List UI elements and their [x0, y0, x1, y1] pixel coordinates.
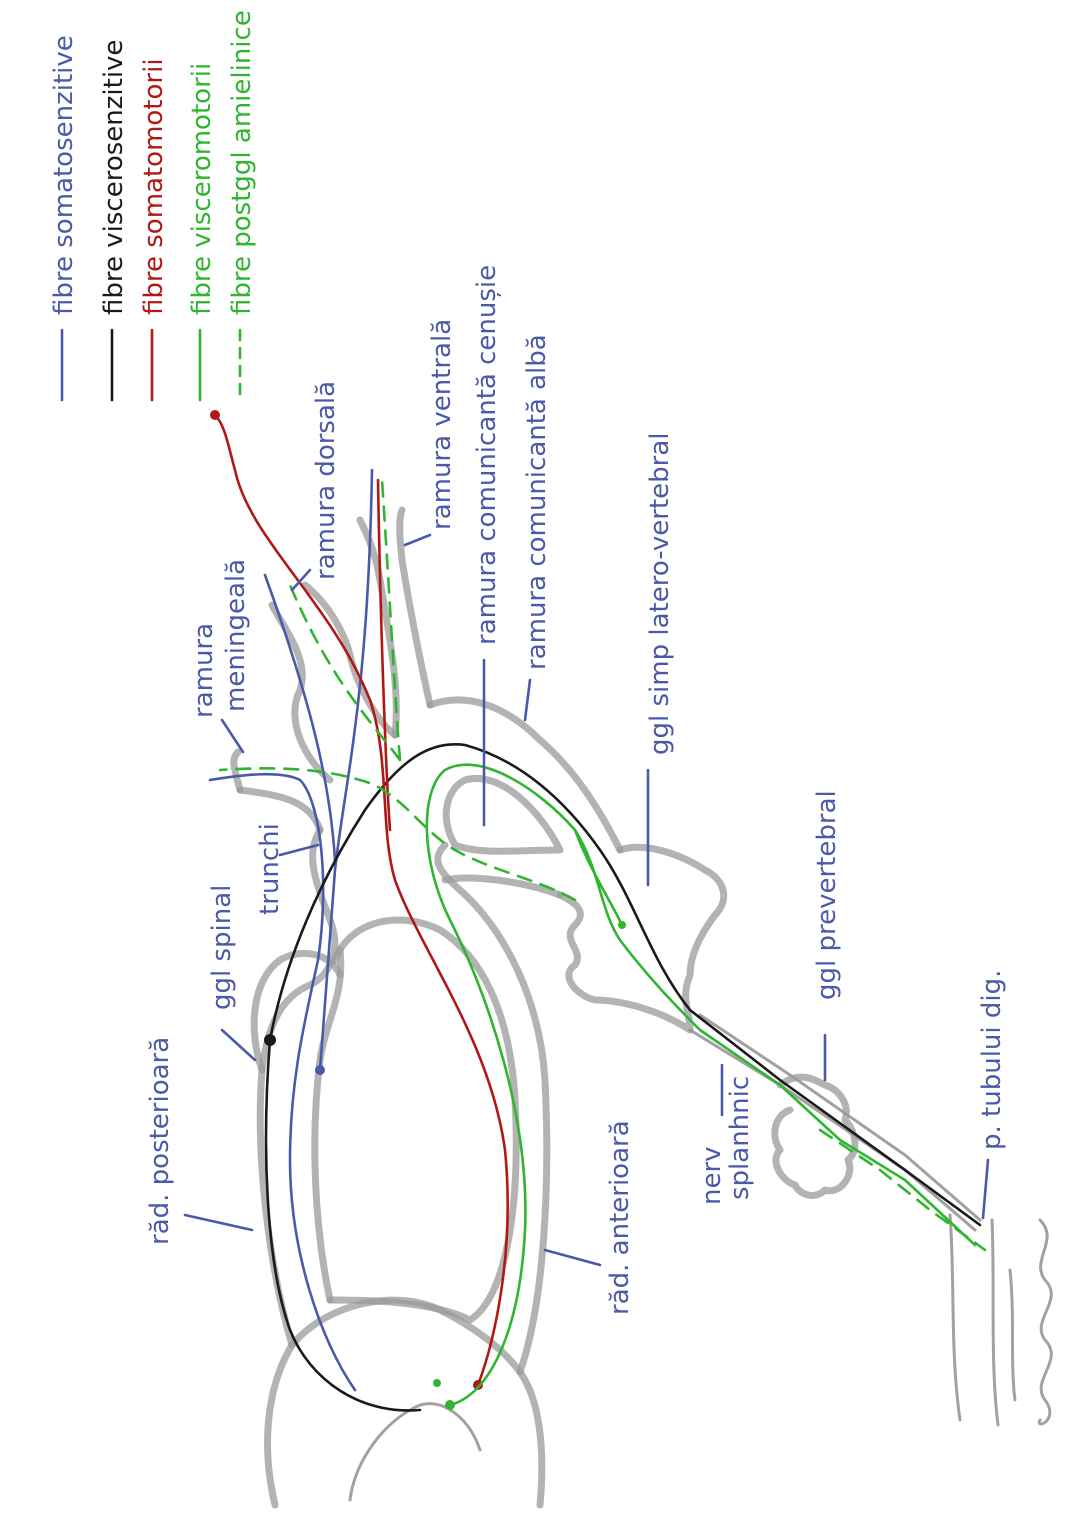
digestive-tube-wall-2 — [990, 1218, 1000, 1427]
digestive-mucosa — [1037, 1218, 1053, 1426]
leader-dorsala — [290, 568, 312, 592]
spinal-cord-outline — [264, 1296, 546, 1509]
label-trunchi: trunchi — [255, 823, 285, 915]
labels: ramura meningeală ramura dorsală ramura … — [145, 265, 1007, 1315]
legend: fibre somatosenzitive fibre viscerosenzi… — [49, 10, 257, 402]
anatomy-outlines — [230, 506, 1053, 1509]
legend-item-somatosenzitive: fibre somatosenzitive — [49, 35, 79, 402]
somatosensory-cell-body — [315, 1065, 325, 1075]
visceromotor-cell-body — [445, 1400, 455, 1410]
leader-rad-anterioara — [543, 1248, 602, 1267]
fiber-somatomotor — [213, 413, 509, 1387]
legend-item-visceromotorii: fibre visceromotorii — [187, 63, 217, 402]
visceromotor-soma-2 — [433, 1379, 441, 1387]
label-ggl-simp: ggl simp latero-vertebral — [645, 432, 675, 755]
rami-communicantes-inner — [442, 775, 564, 855]
fiber-postggl-splanchnic — [818, 1128, 987, 1252]
legend-label: fibre visceromotorii — [187, 63, 217, 315]
label-ramura-meningeala-1: ramura — [189, 623, 219, 718]
label-ramura-com-alba: ramura comunicantă albă — [522, 334, 552, 670]
ventral-ramus-outline-b — [396, 506, 434, 709]
leader-alba — [523, 678, 532, 722]
fiber-somatosensory-dorsal — [263, 573, 337, 862]
legend-label: fibre viscerosenzitive — [99, 40, 129, 315]
fibers-viscerosenzitive — [264, 742, 982, 1412]
ggl-simp-outline — [556, 843, 728, 1034]
rami-communicantes-outer — [426, 696, 624, 854]
label-ramura-ventrala: ramura ventrală — [427, 319, 457, 530]
leader-p-tubului — [981, 1158, 990, 1220]
legend-label: fibre postggl amielinice — [227, 10, 257, 315]
label-nerv-1: nerv — [697, 1146, 727, 1205]
leader-ventrala — [403, 533, 432, 547]
label-rad-posterioara: răd. posterioară — [145, 1037, 175, 1245]
fiber-somatosensory-1 — [208, 772, 357, 1392]
legend-item-viscerosenzitive: fibre viscerosenzitive — [99, 40, 129, 402]
fiber-postggl-ventral — [380, 478, 402, 762]
label-rad-anterioara: răd. anterioară — [605, 1120, 635, 1315]
ggl-prevertebral-outline — [771, 1073, 859, 1199]
label-ggl-spinal: ggl spinal — [207, 885, 237, 1010]
leader-ggl-spinal — [220, 1028, 257, 1062]
fibers-somatomotorii — [210, 410, 509, 1390]
legend-item-postggl: fibre postggl amielinice — [227, 10, 257, 402]
rami-communicantes-lower — [441, 874, 564, 899]
fiber-visceromotor-branch — [573, 828, 624, 927]
meningeal-branch — [230, 748, 244, 794]
fiber-somatosensory-2 — [318, 468, 374, 1072]
somatomotor-ending — [210, 410, 220, 420]
label-ggl-prevertebral: ggl prevertebral — [812, 790, 842, 1000]
fiber-visceromotor — [425, 763, 977, 1407]
label-nerv-2: splanhnic — [725, 1076, 755, 1200]
fiber-somatomotor-ventral — [376, 478, 392, 832]
leader-meningeala — [220, 718, 245, 754]
root-cavity-outline — [326, 916, 520, 1324]
label-p-tubului: p. tubului dig. — [977, 970, 1007, 1150]
label-ramura-com-cenusie: ramura comunicantă cenușie — [472, 265, 502, 645]
ggl-spinal-outline — [250, 949, 344, 1074]
fiber-viscerosensory — [264, 742, 982, 1412]
fiber-postggl-dorsal — [288, 583, 402, 762]
somatomotor-cell-body — [473, 1380, 483, 1390]
posterior-root-inner — [311, 946, 345, 1304]
digestive-tube-wall-1 — [948, 1213, 962, 1422]
digestive-tube-wall-3 — [1008, 1268, 1017, 1402]
label-ramura-dorsala: ramura dorsală — [311, 381, 341, 580]
dorsal-ramus-outline-a — [268, 601, 334, 784]
viscerosensory-cell-body — [264, 1034, 276, 1046]
anterior-root-outline — [434, 841, 551, 1376]
legend-item-somatomotorii: fibre somatomotorii — [139, 58, 169, 402]
legend-label: fibre somatomotorii — [139, 58, 169, 315]
fibers-somatosenzitive — [208, 468, 374, 1392]
legend-label: fibre somatosenzitive — [49, 35, 79, 315]
spinal-cord-inner — [348, 1402, 482, 1502]
leader-rad-posterioara — [183, 1213, 254, 1232]
leader-trunchi — [278, 843, 320, 857]
splanchnic-nerve-outline-a — [688, 1028, 977, 1232]
dorsal-ramus-outline-b — [301, 581, 399, 739]
fibers-visceromotorii — [425, 763, 977, 1410]
ggl-simp-synapse — [618, 921, 626, 929]
label-ramura-meningeala-2: meningeală — [221, 559, 251, 712]
fibers-postggl — [218, 478, 987, 1252]
